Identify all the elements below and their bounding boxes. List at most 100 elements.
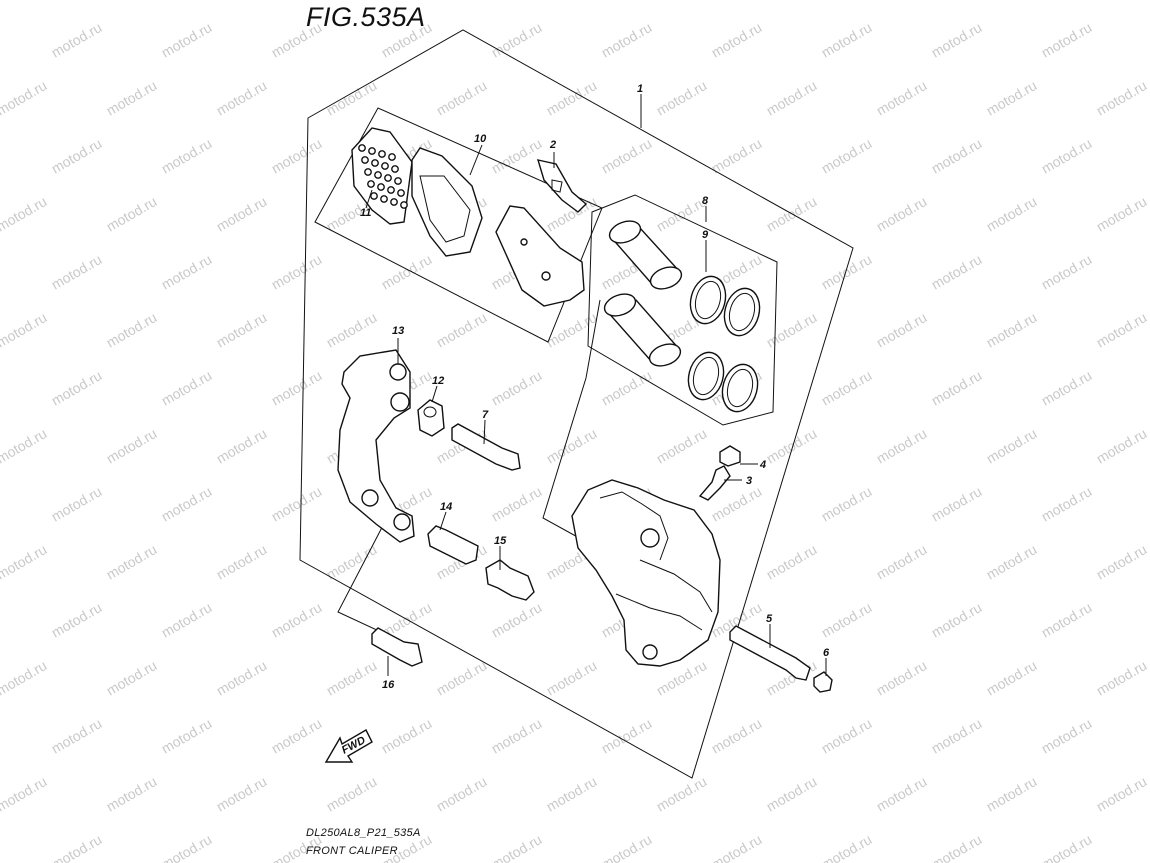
watermark-text: motod.ru — [214, 425, 270, 466]
watermark-text: motod.ru — [49, 251, 105, 292]
watermark-text: motod.ru — [0, 77, 49, 118]
watermark-text: motod.ru — [324, 309, 380, 350]
watermark-text: motod.ru — [984, 773, 1040, 814]
watermark-text: motod.ru — [324, 541, 380, 582]
watermark-text: motod.ru — [49, 367, 105, 408]
callout-16: 16 — [382, 679, 395, 691]
watermark-text: motod.ru — [599, 367, 655, 408]
watermark-text: motod.ru — [379, 715, 435, 756]
callout-14: 14 — [440, 501, 452, 513]
watermark-text: motod.ru — [379, 251, 435, 292]
watermark-text: motod.ru — [544, 657, 600, 698]
watermark-text: motod.ru — [489, 19, 545, 60]
shim-hole — [388, 153, 396, 161]
watermark-text: motod.ru — [434, 309, 490, 350]
piston-lower — [603, 293, 682, 367]
shim-hole — [370, 192, 378, 200]
callout-2: 2 — [549, 139, 556, 151]
shim-hole — [364, 168, 372, 176]
watermark-text: motod.ru — [874, 657, 930, 698]
watermark-text: motod.ru — [929, 715, 985, 756]
bleeder-cap — [719, 445, 741, 467]
watermark-text: motod.ru — [0, 773, 49, 814]
shim-hole — [390, 198, 398, 206]
watermark-text: motod.ru — [654, 425, 710, 466]
watermark-text: motod.ru — [819, 135, 875, 176]
watermark-text: motod.ru — [214, 309, 270, 350]
watermark-text: motod.ru — [984, 309, 1040, 350]
caliper-body — [571, 479, 721, 667]
watermark-text: motod.ru — [929, 367, 985, 408]
slide-pin-lower — [427, 525, 479, 565]
mounting-bolt — [371, 627, 423, 667]
watermark-text: motod.ru — [159, 135, 215, 176]
shim-hole — [378, 150, 386, 158]
watermark-text: motod.ru — [269, 483, 325, 524]
watermark-text: motod.ru — [214, 0, 270, 3]
watermark-text: motod.ru — [159, 831, 215, 863]
watermark-text: motod.ru — [1039, 135, 1095, 176]
callout-6: 6 — [823, 647, 830, 659]
watermark-text: motod.ru — [764, 541, 820, 582]
callout-8: 8 — [702, 195, 709, 207]
watermark-text: motod.ru — [709, 715, 765, 756]
callout-11: 11 — [360, 207, 371, 219]
watermark-text: motod.ru — [489, 483, 545, 524]
watermark-text: motod.ru — [984, 657, 1040, 698]
callout-10: 10 — [474, 133, 487, 145]
watermark-text: motod.ru — [709, 831, 765, 863]
watermark-text: motod.ru — [269, 135, 325, 176]
watermark-text: motod.ru — [819, 19, 875, 60]
watermark-text: motod.ru — [0, 541, 49, 582]
watermark-text: motod.ru — [544, 773, 600, 814]
watermark-text: motod.ru — [929, 251, 985, 292]
shim-hole — [397, 189, 405, 197]
watermark-text: motod.ru — [1094, 425, 1150, 466]
callout-3: 3 — [746, 475, 752, 487]
watermark-text: motod.ru — [654, 0, 710, 3]
callout-15: 15 — [494, 535, 507, 547]
brake-pad-outer — [495, 205, 585, 307]
watermark-text: motod.ru — [984, 541, 1040, 582]
watermark-text: motod.ru — [984, 0, 1040, 3]
watermark-text: motod.ru — [709, 19, 765, 60]
watermark-text: motod.ru — [874, 541, 930, 582]
watermark-text: motod.ru — [1039, 831, 1095, 863]
pin-boot — [417, 399, 445, 437]
watermark-text: motod.ru — [159, 19, 215, 60]
watermark-text: motod.ru — [49, 715, 105, 756]
brake-pad-inner — [411, 147, 483, 257]
bleeder-valve — [698, 465, 731, 501]
watermark-text: motod.ru — [49, 19, 105, 60]
callout-numbers: 1 2 3 4 5 6 7 8 9 10 11 12 13 14 15 16 — [360, 83, 830, 691]
watermark-text: motod.ru — [1039, 367, 1095, 408]
watermark-text: motod.ru — [764, 309, 820, 350]
watermark-text: motod.ru — [654, 193, 710, 234]
watermark-text: motod.ru — [104, 773, 160, 814]
watermark-text: motod.ru — [929, 483, 985, 524]
watermark-text: motod.ru — [544, 77, 600, 118]
shim-hole — [377, 183, 385, 191]
slide-pin-upper — [451, 423, 521, 471]
watermark-text: motod.ru — [104, 309, 160, 350]
watermark-text: motod.ru — [214, 541, 270, 582]
watermark-text: motod.ru — [819, 251, 875, 292]
watermark-text: motod.ru — [819, 599, 875, 640]
watermark-text: motod.ru — [214, 657, 270, 698]
watermark-text: motod.ru — [544, 425, 600, 466]
watermark-text: motod.ru — [49, 831, 105, 863]
caliper-bolt — [485, 559, 535, 601]
watermark-text: motod.ru — [1039, 715, 1095, 756]
watermark-text: motod.ru — [764, 0, 820, 3]
watermark-text: motod.ru — [1094, 773, 1150, 814]
watermark-text: motod.ru — [324, 77, 380, 118]
watermark-text: motod.ru — [1094, 309, 1150, 350]
watermark-text: motod.ru — [874, 0, 930, 3]
fwd-arrow: FWD — [324, 729, 373, 763]
watermark-text: motod.ru — [984, 77, 1040, 118]
watermark-text: motod.ru — [1094, 657, 1150, 698]
shim-hole — [371, 159, 379, 167]
shim-holes — [358, 144, 408, 209]
watermark-text: motod.ru — [0, 193, 49, 234]
